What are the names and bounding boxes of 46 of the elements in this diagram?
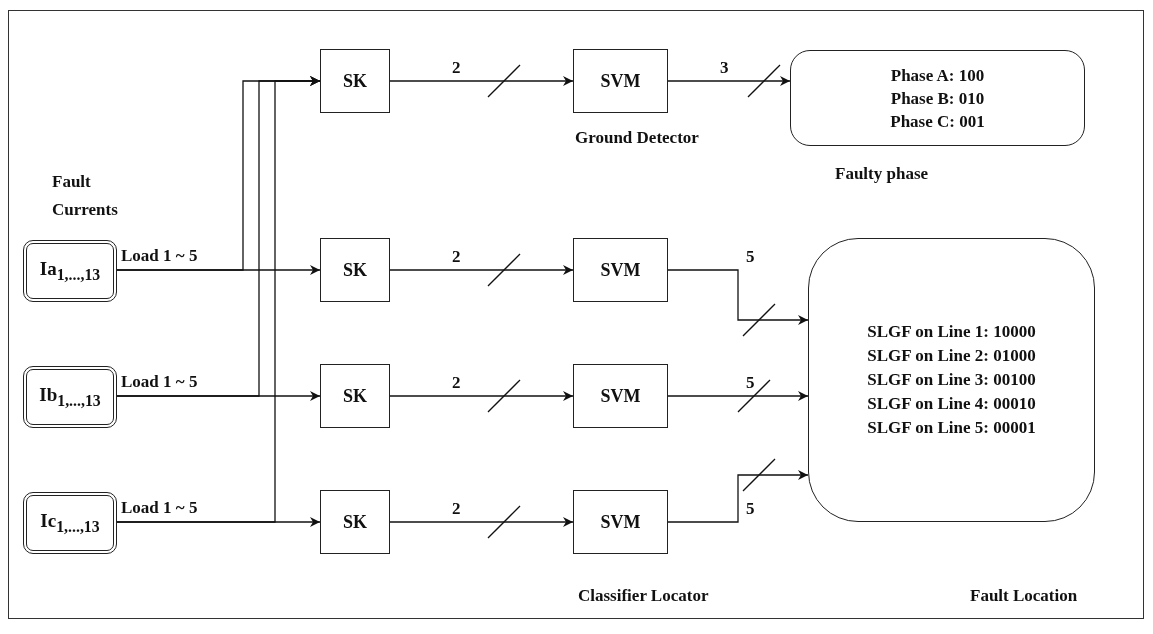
arrow — [389, 517, 574, 527]
node-text: SLGF on Line 3: 00100 — [867, 369, 1036, 391]
node-text: SK — [343, 385, 367, 407]
process-box — [573, 364, 668, 428]
process-box — [573, 238, 668, 302]
node-caption: Fault Location — [970, 586, 1078, 606]
node-caption: Ground Detector — [575, 128, 699, 148]
node-text: SK — [343, 70, 367, 92]
output-box — [790, 50, 1085, 146]
node-text: SVM — [600, 70, 641, 92]
node-text: SLGF on Line 2: 01000 — [867, 345, 1036, 367]
group-heading: Fault Currents — [52, 171, 119, 221]
node-text: Phase B: 010 — [890, 87, 985, 110]
process-box — [320, 490, 390, 554]
output-box — [808, 238, 1095, 522]
node-text: SVM — [600, 259, 641, 281]
node-text: SVM — [600, 511, 641, 533]
node-text: SLGF on Line 4: 00010 — [867, 393, 1036, 415]
arrow — [389, 76, 574, 86]
node-text: SK — [343, 259, 367, 281]
arrow — [389, 391, 574, 401]
node-text: Ib$_{1,...,13}$ — [39, 384, 101, 410]
process-box — [573, 49, 668, 113]
source-box — [23, 366, 117, 428]
node-text: Phase C: 001 — [890, 110, 985, 133]
node-caption: Faulty phase — [835, 164, 929, 184]
source-box — [23, 492, 117, 554]
process-box — [320, 49, 390, 113]
arrow — [667, 269, 809, 325]
node-text: Ia$_{1,...,13}$ — [39, 258, 101, 284]
process-box — [320, 238, 390, 302]
arrow — [116, 76, 321, 523]
arrow — [667, 76, 791, 86]
arrow — [667, 391, 809, 401]
node-text: SK — [343, 511, 367, 533]
arrow — [667, 470, 809, 523]
arrow — [389, 265, 574, 275]
node-text: Ic$_{1,...,13}$ — [40, 510, 100, 536]
process-box — [573, 490, 668, 554]
node-text: SLGF on Line 5: 00001 — [867, 417, 1036, 439]
process-box — [320, 364, 390, 428]
node-text: Phase A: 100 — [890, 64, 985, 87]
group-caption: Classifier Locator — [578, 586, 709, 606]
node-text: SVM — [600, 385, 641, 407]
source-box — [23, 240, 117, 302]
node-text: SLGF on Line 1: 10000 — [867, 321, 1036, 343]
